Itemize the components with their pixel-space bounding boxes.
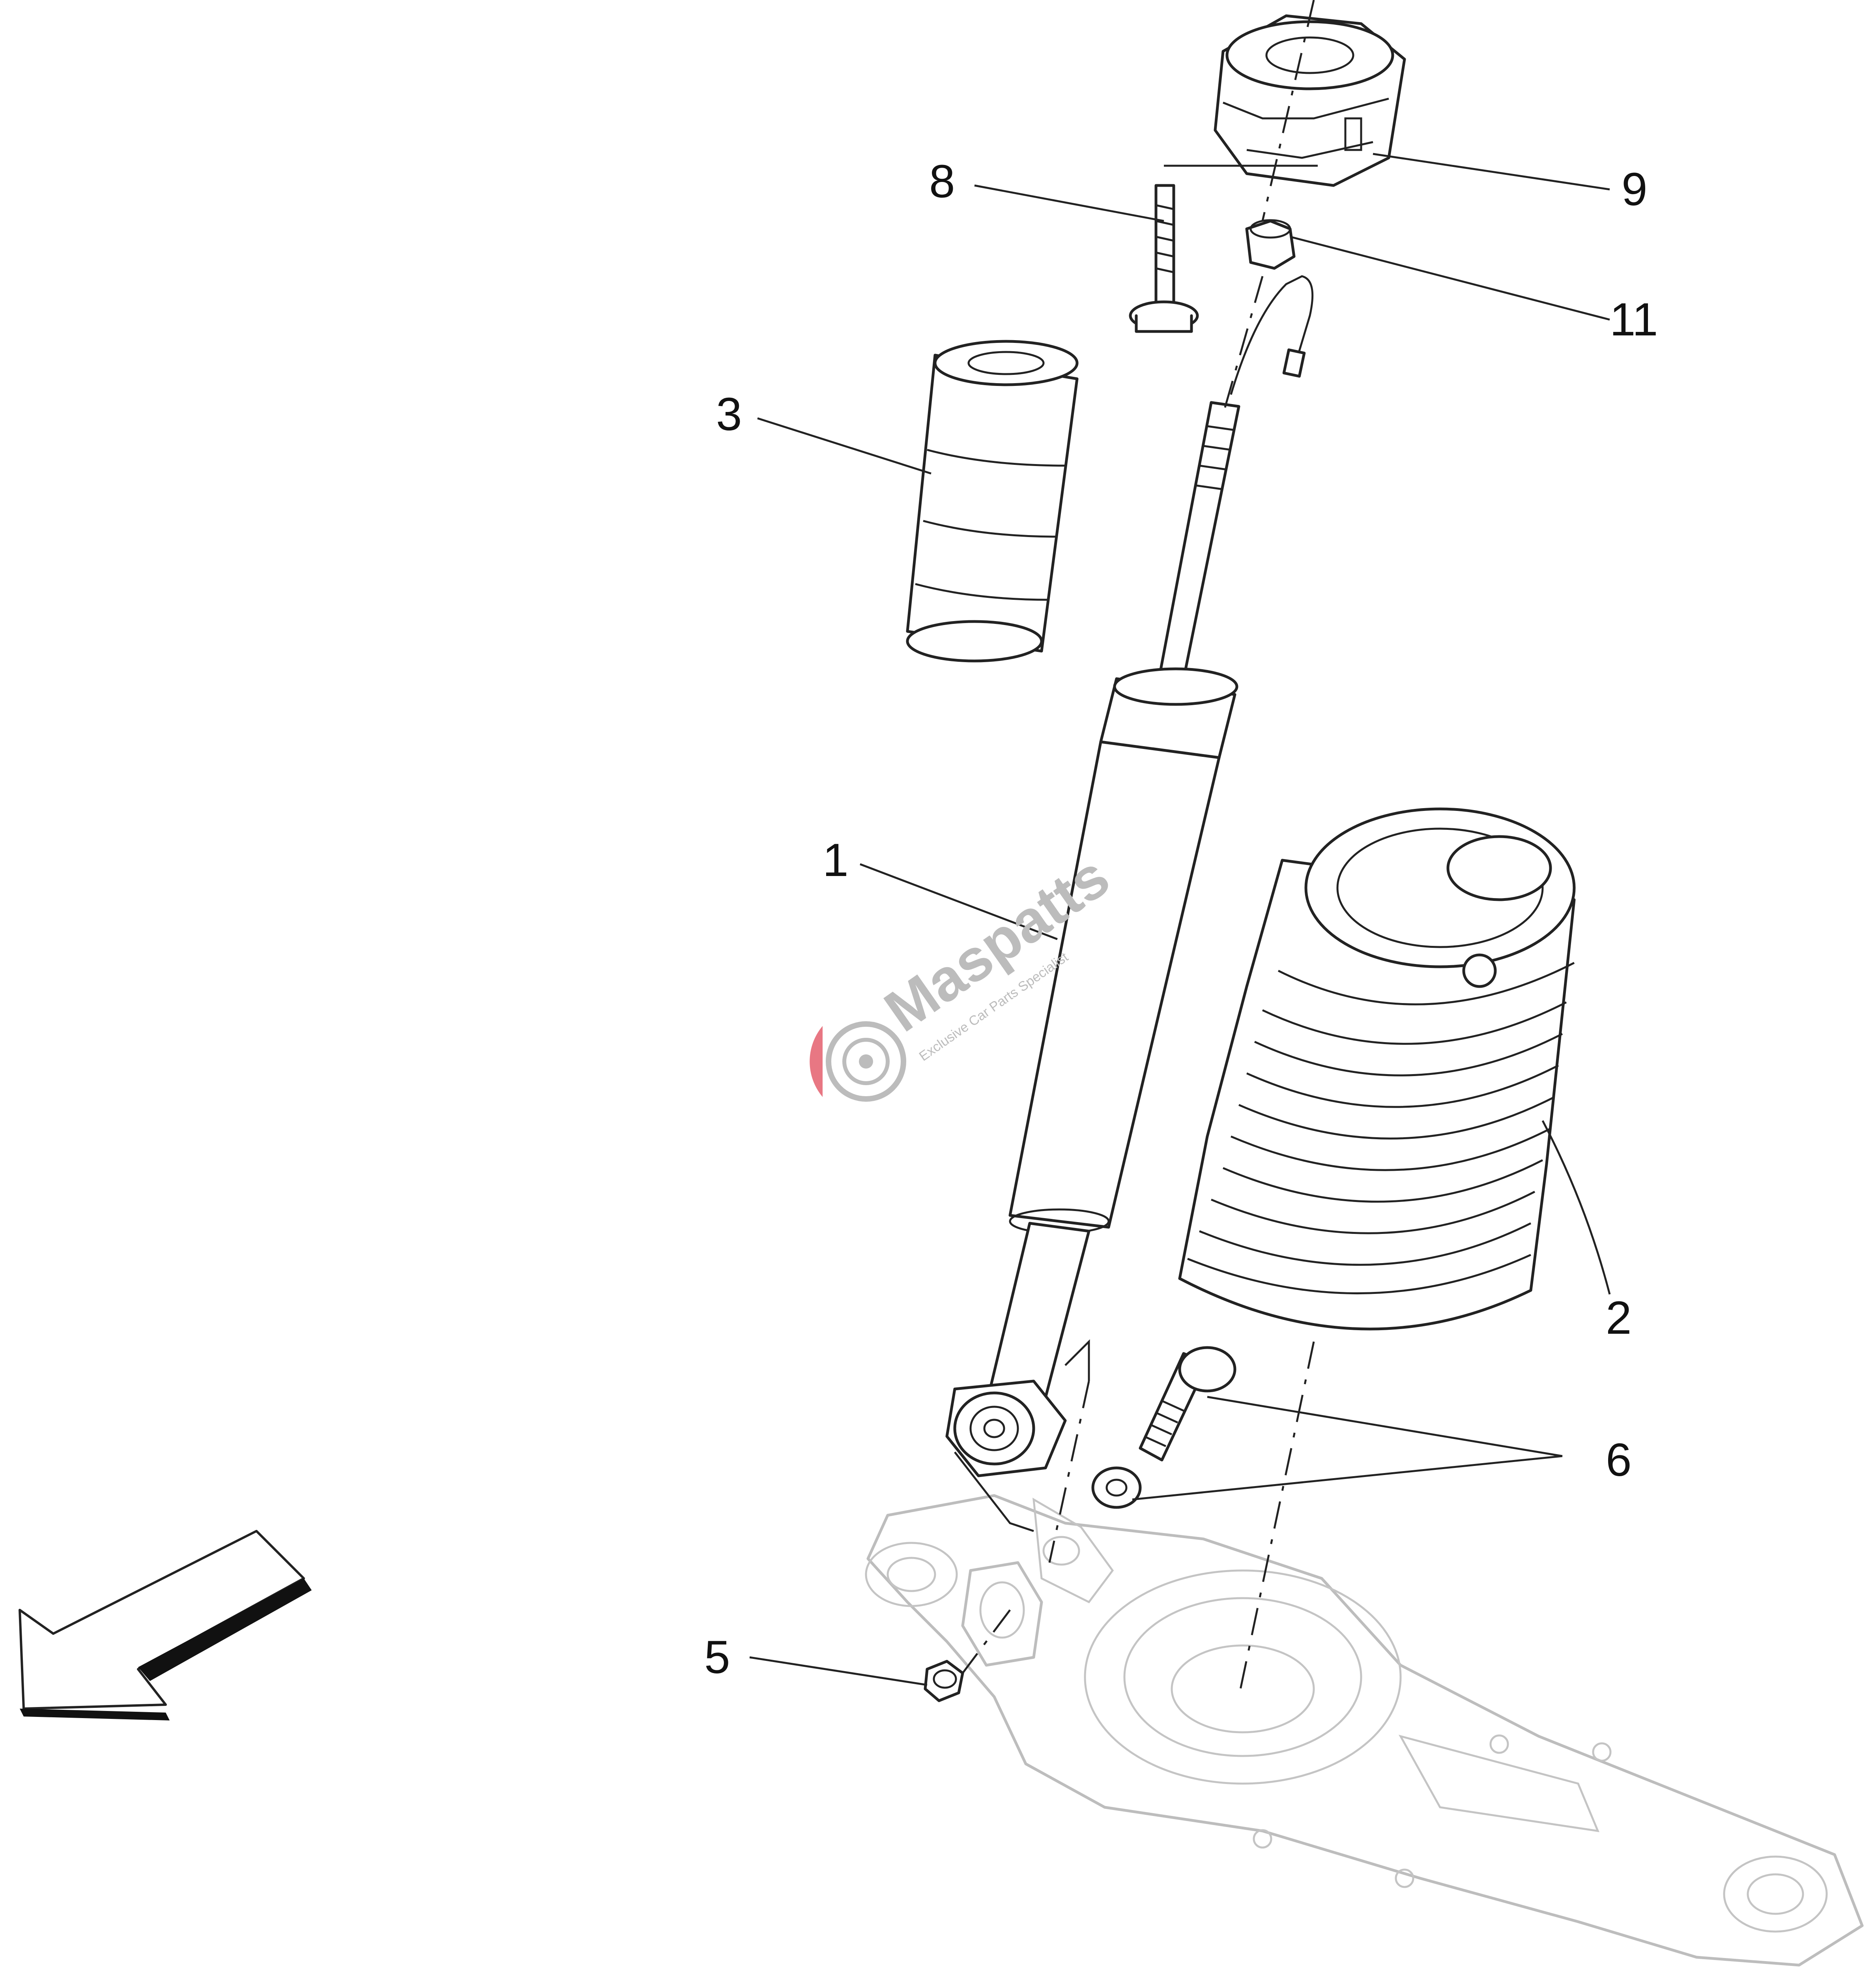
arrow-left-down-icon [19,1530,312,1720]
callout-11: 11 [1610,294,1658,346]
callout-6: 6 [1606,1434,1632,1486]
watermark-brake-disc-icon [810,1021,906,1102]
bolt-and-washer-part-6 [1091,1346,1236,1509]
bump-stop-part-3 [906,340,1079,663]
leader-lines [749,153,1611,1686]
callout-3: 3 [716,388,742,440]
bolt-part-8 [1129,184,1199,333]
callout-1: 1 [823,834,849,886]
callout-5: 5 [704,1631,730,1683]
lower-mount-bracket [961,1561,1043,1667]
assembly-axes [962,0,1315,1697]
mount-guide-lines [954,1339,1090,1532]
callout-9: 9 [1622,163,1648,215]
callout-8: 8 [929,155,955,208]
nut-part-11 [1245,219,1296,270]
nut-part-5 [924,1660,964,1702]
top-mount-part-9 [1214,14,1406,187]
callout-labels: 8 9 11 3 1 2 6 5 [704,155,1658,1683]
shock-absorber-part-1 [945,275,1314,1477]
lower-control-arm [865,1494,1864,1967]
callout-2: 2 [1606,1292,1632,1344]
air-spring-part-2 [1178,807,1576,1331]
